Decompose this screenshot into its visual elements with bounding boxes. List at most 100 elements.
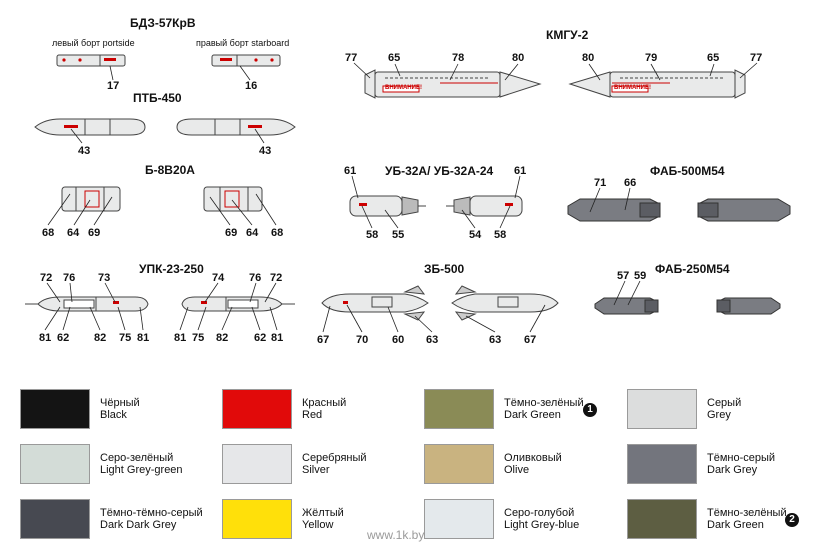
callout: 65 bbox=[388, 52, 401, 64]
callout: 62 bbox=[57, 332, 70, 344]
fab500-bomb-right bbox=[697, 198, 791, 222]
callout: 81 bbox=[174, 332, 187, 344]
callout: 77 bbox=[345, 52, 358, 64]
callout: 55 bbox=[392, 229, 405, 241]
callout: 63 bbox=[426, 334, 439, 346]
bdz-pylon-right bbox=[211, 54, 281, 67]
callout: 75 bbox=[119, 332, 132, 344]
color-swatch bbox=[20, 444, 90, 484]
callout: 62 bbox=[254, 332, 267, 344]
callout: 60 bbox=[392, 334, 405, 346]
color-swatch bbox=[627, 389, 697, 429]
color-swatch bbox=[20, 389, 90, 429]
callout: 70 bbox=[356, 334, 369, 346]
color-swatch bbox=[424, 444, 494, 484]
title-b8: Б-8В20А bbox=[145, 163, 195, 177]
kmgu-stencil-right: ВНИМАНИЕ! bbox=[614, 85, 651, 91]
leader-lines bbox=[44, 62, 758, 333]
callout: 79 bbox=[645, 52, 658, 64]
callout: 59 bbox=[634, 270, 647, 282]
callout: 16 bbox=[245, 80, 258, 92]
callout: 58 bbox=[366, 229, 379, 241]
callout: 67 bbox=[524, 334, 537, 346]
callout: 67 bbox=[317, 334, 330, 346]
bdz-pylon-left bbox=[56, 54, 126, 67]
fab250-bomb-left bbox=[594, 297, 659, 315]
kmgu-stencil-left: ВНИМАНИЕ! bbox=[385, 85, 422, 91]
callout: 82 bbox=[216, 332, 229, 344]
fab500-bomb-left bbox=[567, 198, 661, 222]
color-swatch bbox=[222, 499, 292, 539]
callout: 69 bbox=[225, 227, 238, 239]
callout: 58 bbox=[494, 229, 507, 241]
ub32-pod-left bbox=[349, 195, 426, 217]
callout: 78 bbox=[452, 52, 465, 64]
color-swatch bbox=[20, 499, 90, 539]
title-bdz: БДЗ-57КрВ bbox=[130, 16, 196, 30]
watermark: www.1k.by bbox=[367, 528, 425, 542]
callout: 43 bbox=[259, 145, 272, 157]
color-swatch bbox=[222, 389, 292, 429]
callout: 71 bbox=[594, 177, 607, 189]
callout: 57 bbox=[617, 270, 630, 282]
callout: 73 bbox=[98, 272, 111, 284]
label-starboard: правый борт starboard bbox=[196, 38, 290, 48]
callout: 75 bbox=[192, 332, 205, 344]
callout: 72 bbox=[40, 272, 53, 284]
callout: 54 bbox=[469, 229, 482, 241]
callout: 81 bbox=[271, 332, 284, 344]
callout: 68 bbox=[271, 227, 284, 239]
callout: 68 bbox=[42, 227, 55, 239]
callout: 65 bbox=[707, 52, 720, 64]
callout: 81 bbox=[137, 332, 150, 344]
ptb-tank-left bbox=[34, 118, 146, 136]
color-swatch bbox=[424, 499, 494, 539]
callout: 80 bbox=[512, 52, 525, 64]
callout: 76 bbox=[249, 272, 262, 284]
kmgu-container-right bbox=[568, 69, 746, 99]
callout: 63 bbox=[489, 334, 502, 346]
callout: 77 bbox=[750, 52, 763, 64]
upk-pod-left bbox=[25, 296, 149, 312]
color-swatch bbox=[627, 444, 697, 484]
ub32-pod-right bbox=[446, 195, 523, 217]
color-swatch bbox=[627, 499, 697, 539]
callout: 64 bbox=[67, 227, 80, 239]
title-kmgu: КМГУ-2 bbox=[546, 28, 589, 42]
callout: 72 bbox=[270, 272, 283, 284]
title-fab250: ФАБ-250М54 bbox=[655, 262, 730, 276]
title-fab500: ФАБ-500М54 bbox=[650, 164, 725, 178]
marker-badge: 1 bbox=[583, 403, 597, 417]
callout: 69 bbox=[88, 227, 101, 239]
callout: 66 bbox=[624, 177, 637, 189]
title-ub32: УБ-32А/ УБ-32А-24 bbox=[385, 164, 494, 178]
title-upk: УПК-23-250 bbox=[139, 262, 204, 276]
callout: 61 bbox=[344, 165, 357, 177]
callout: 61 bbox=[514, 165, 527, 177]
callout: 76 bbox=[63, 272, 76, 284]
kmgu-container-left bbox=[364, 69, 542, 99]
b8-pod-right bbox=[203, 186, 263, 212]
callout: 81 bbox=[39, 332, 52, 344]
upk-pod-right bbox=[181, 296, 295, 312]
fab250-bomb-right bbox=[716, 297, 781, 315]
callout: 43 bbox=[78, 145, 91, 157]
stores-artwork bbox=[25, 54, 791, 333]
callout: 80 bbox=[582, 52, 595, 64]
ptb-tank-right bbox=[176, 118, 296, 136]
marker-badge: 2 bbox=[785, 513, 799, 527]
color-swatch bbox=[222, 444, 292, 484]
b8-pod-left bbox=[61, 186, 121, 212]
color-swatch bbox=[424, 389, 494, 429]
